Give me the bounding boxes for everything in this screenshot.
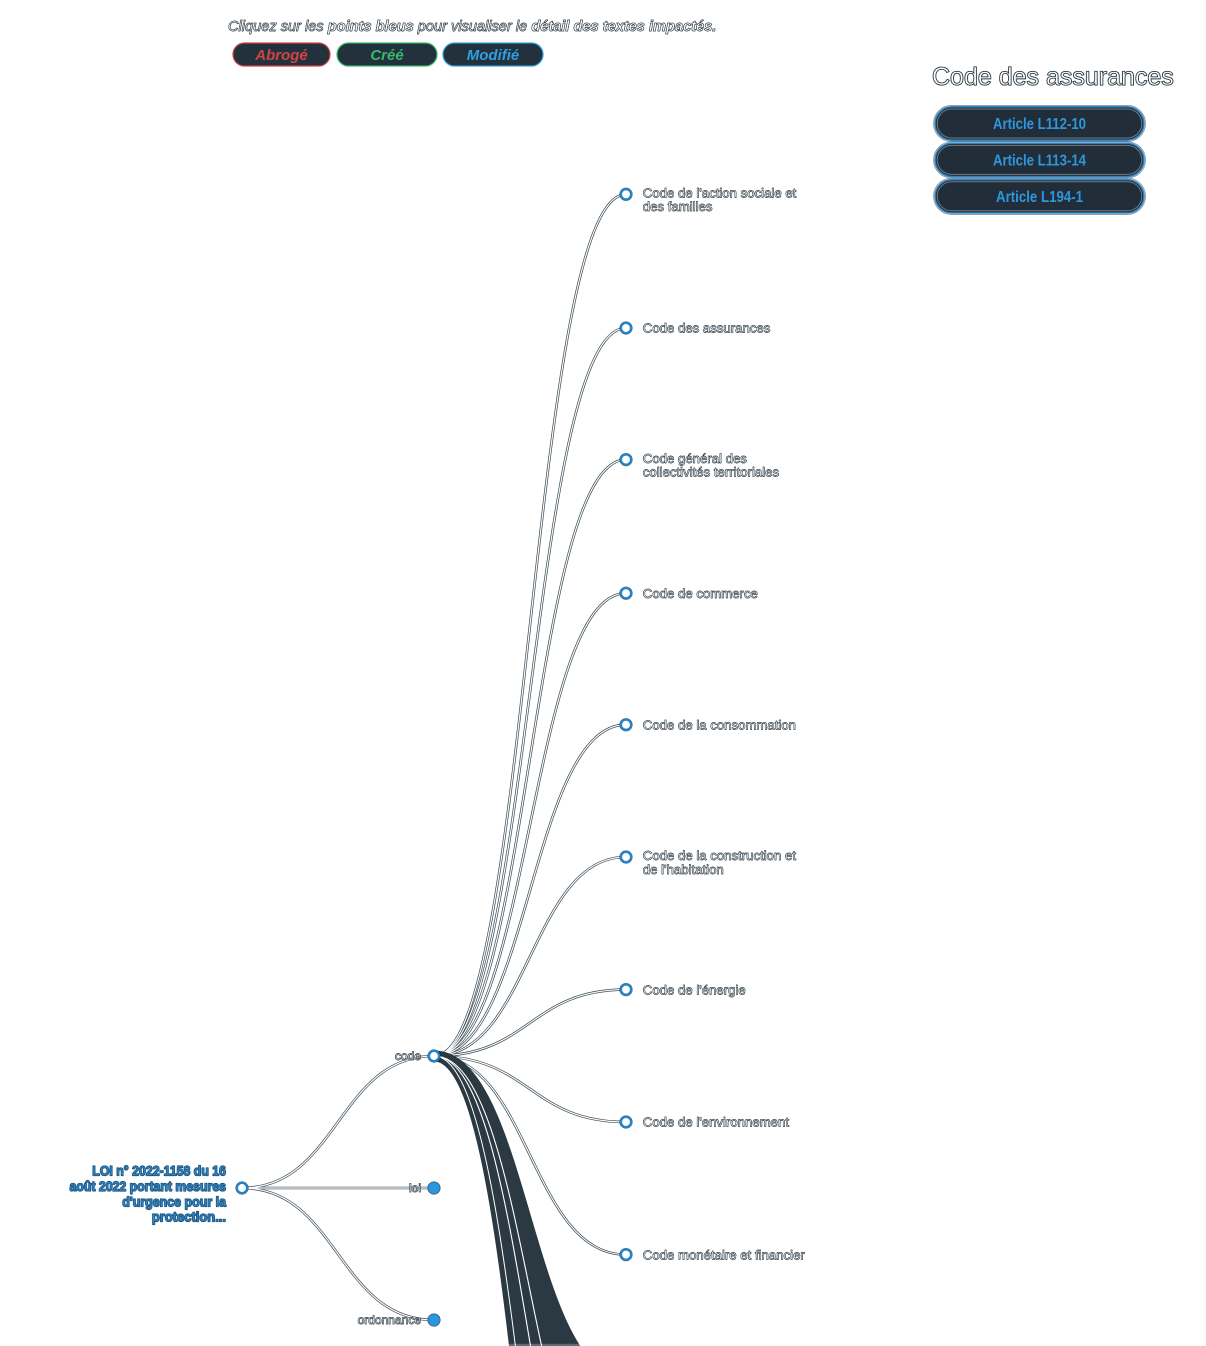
svg-text:Code de la consommation: Code de la consommation [643, 717, 796, 732]
svg-text:protection...: protection... [152, 1210, 226, 1225]
svg-text:Cliquez sur les points bleus p: Cliquez sur les points bleus pour visual… [228, 19, 716, 35]
svg-text:Code monétaire et financier: Code monétaire et financier [643, 1247, 806, 1262]
svg-text:août 2022 portant mesures: août 2022 portant mesures [70, 1179, 227, 1194]
svg-text:code: code [395, 1049, 421, 1063]
svg-text:Code de l'énergie: Code de l'énergie [643, 982, 746, 997]
svg-text:Code des assurances: Code des assurances [932, 63, 1174, 91]
svg-text:d'urgence pour la: d'urgence pour la [122, 1194, 226, 1209]
svg-text:LOI n° 2022-1158 du 16: LOI n° 2022-1158 du 16 [92, 1164, 226, 1179]
svg-text:de l'habitation: de l'habitation [643, 862, 724, 877]
svg-text:Code de la construction et: Code de la construction et [643, 848, 797, 863]
svg-text:de l'habitation: de l'habitation [643, 862, 724, 877]
svg-text:Code de la construction et: Code de la construction et [643, 848, 797, 863]
svg-text:Article L113-14: Article L113-14 [993, 153, 1086, 170]
svg-text:Code de l'environnement: Code de l'environnement [643, 1115, 790, 1130]
svg-text:Code de l'action sociale et: Code de l'action sociale et [643, 186, 797, 201]
svg-text:d'urgence pour la: d'urgence pour la [122, 1194, 226, 1209]
svg-text:Code des assurances: Code des assurances [643, 321, 771, 336]
svg-text:LOI n° 2022-1158 du 16: LOI n° 2022-1158 du 16 [92, 1164, 226, 1179]
svg-text:Code de l'action sociale et: Code de l'action sociale et [643, 186, 797, 201]
svg-text:loi: loi [409, 1181, 421, 1195]
svg-text:Cliquez sur les points bleus p: Cliquez sur les points bleus pour visual… [228, 19, 716, 35]
svg-text:ordonnance: ordonnance [358, 1313, 422, 1327]
svg-text:ordonnance: ordonnance [358, 1313, 422, 1327]
svg-text:août 2022 portant mesures: août 2022 portant mesures [70, 1179, 227, 1194]
svg-text:des familles: des familles [643, 199, 713, 214]
svg-text:Code monétaire et financier: Code monétaire et financier [643, 1247, 806, 1262]
svg-text:Code de l'énergie: Code de l'énergie [643, 982, 746, 997]
svg-text:Code des assurances: Code des assurances [643, 321, 771, 336]
svg-text:Article L194-1: Article L194-1 [996, 189, 1083, 206]
svg-text:collectivités territoriales: collectivités territoriales [643, 464, 780, 479]
svg-text:Modifié: Modifié [467, 47, 520, 64]
svg-text:code: code [395, 1049, 421, 1063]
svg-text:Abrogé: Abrogé [254, 47, 308, 64]
svg-text:des familles: des familles [643, 199, 713, 214]
svg-text:Code général des: Code général des [643, 451, 748, 466]
svg-text:Code de la consommation: Code de la consommation [643, 717, 796, 732]
svg-text:Code des assurances: Code des assurances [932, 63, 1174, 91]
svg-text:collectivités territoriales: collectivités territoriales [643, 464, 780, 479]
svg-text:Article L112-10: Article L112-10 [993, 116, 1086, 133]
svg-text:loi: loi [409, 1181, 421, 1195]
svg-text:Code général des: Code général des [643, 451, 748, 466]
svg-text:Code de commerce: Code de commerce [643, 586, 758, 601]
svg-text:Code de commerce: Code de commerce [643, 586, 758, 601]
svg-text:Créé: Créé [370, 47, 403, 64]
svg-text:protection...: protection... [152, 1210, 226, 1225]
svg-text:Code de l'environnement: Code de l'environnement [643, 1115, 790, 1130]
